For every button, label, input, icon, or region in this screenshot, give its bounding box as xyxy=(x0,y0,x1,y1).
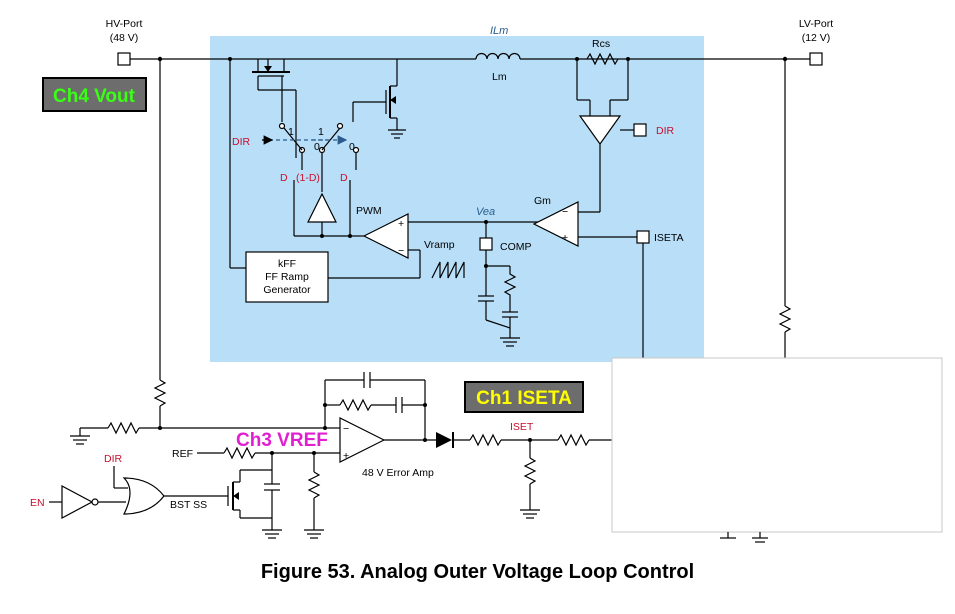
iset-label: ISET xyxy=(510,421,534,433)
ch3-tag-text: Ch3 VREF xyxy=(236,430,328,451)
ref-label: REF xyxy=(172,448,193,460)
ramp-gen-line2: FF Ramp xyxy=(265,271,309,283)
vea-label: Vea xyxy=(476,206,495,218)
bst-ss-label: BST SS xyxy=(170,499,207,511)
inductor-lm xyxy=(475,52,521,60)
pwm-label: PWM xyxy=(356,205,382,217)
outer-loop xyxy=(49,59,792,539)
hv-port-label: HV-Port xyxy=(106,18,143,30)
ch1-tag-text: Ch1 ISETA xyxy=(476,388,572,409)
comp-label: COMP xyxy=(500,241,532,253)
gm-plus: + xyxy=(562,232,568,244)
inverter-gate xyxy=(61,485,94,519)
controller-region xyxy=(210,36,704,362)
ch4-tag-text: Ch4 Vout xyxy=(53,86,136,107)
dir-left-label: DIR xyxy=(232,136,251,148)
ramp-gen-line1: kFF xyxy=(278,258,296,270)
diode xyxy=(436,432,452,448)
figure-caption: Figure 53. Analog Outer Voltage Loop Con… xyxy=(260,561,695,583)
pwm-minus: − xyxy=(398,245,404,257)
switch2-zero: 0 xyxy=(349,141,355,153)
hv-port-pin xyxy=(117,52,131,66)
pwm-plus: + xyxy=(398,218,404,230)
hv-port-voltage: (48 V) xyxy=(110,32,139,44)
ilm-label: ILm xyxy=(490,25,508,37)
ch1-tag-box xyxy=(464,381,584,413)
rcs-label: Rcs xyxy=(592,38,610,50)
lv-port-voltage: (12 V) xyxy=(802,32,831,44)
ch4-tag-box xyxy=(42,77,147,112)
error-amp-minus: − xyxy=(343,423,349,435)
current-sense-amp xyxy=(578,115,622,146)
dir-right-label: DIR xyxy=(656,125,675,137)
d-right-label: D xyxy=(340,172,348,184)
error-amp-plus: + xyxy=(343,450,349,462)
or-gate xyxy=(122,477,165,515)
power-stage xyxy=(131,52,810,269)
ramp-gen-line3: Generator xyxy=(263,284,311,296)
ramp-waveform-icon xyxy=(431,261,465,279)
overlay-panel xyxy=(611,357,943,533)
ff-ramp-generator-box xyxy=(245,251,329,303)
lv-port-pin xyxy=(809,52,823,66)
switch1-one: 1 xyxy=(288,126,294,138)
pwm-comparator xyxy=(362,213,409,259)
d-left-label: D xyxy=(280,172,288,184)
gm-minus: − xyxy=(562,206,568,218)
iseta-pin-label: ISETA xyxy=(654,232,684,244)
gm-label: Gm xyxy=(534,195,551,207)
gm-amplifier xyxy=(532,201,579,247)
resistor-rcs xyxy=(586,52,619,66)
error-amplifier xyxy=(339,417,386,463)
switch1-zero: 0 xyxy=(314,141,320,153)
lv-port-label: LV-Port xyxy=(799,18,833,30)
lm-label: Lm xyxy=(492,71,507,83)
vramp-label: Vramp xyxy=(424,239,455,251)
one-minus-d-label: (1-D) xyxy=(296,172,320,184)
en-label: EN xyxy=(30,497,45,509)
error-amp-label: 48 V Error Amp xyxy=(362,467,434,479)
dir-gate-label: DIR xyxy=(104,453,123,465)
switch2-one: 1 xyxy=(318,126,324,138)
partially-hidden-ground xyxy=(720,532,768,543)
control-loop xyxy=(245,59,650,362)
